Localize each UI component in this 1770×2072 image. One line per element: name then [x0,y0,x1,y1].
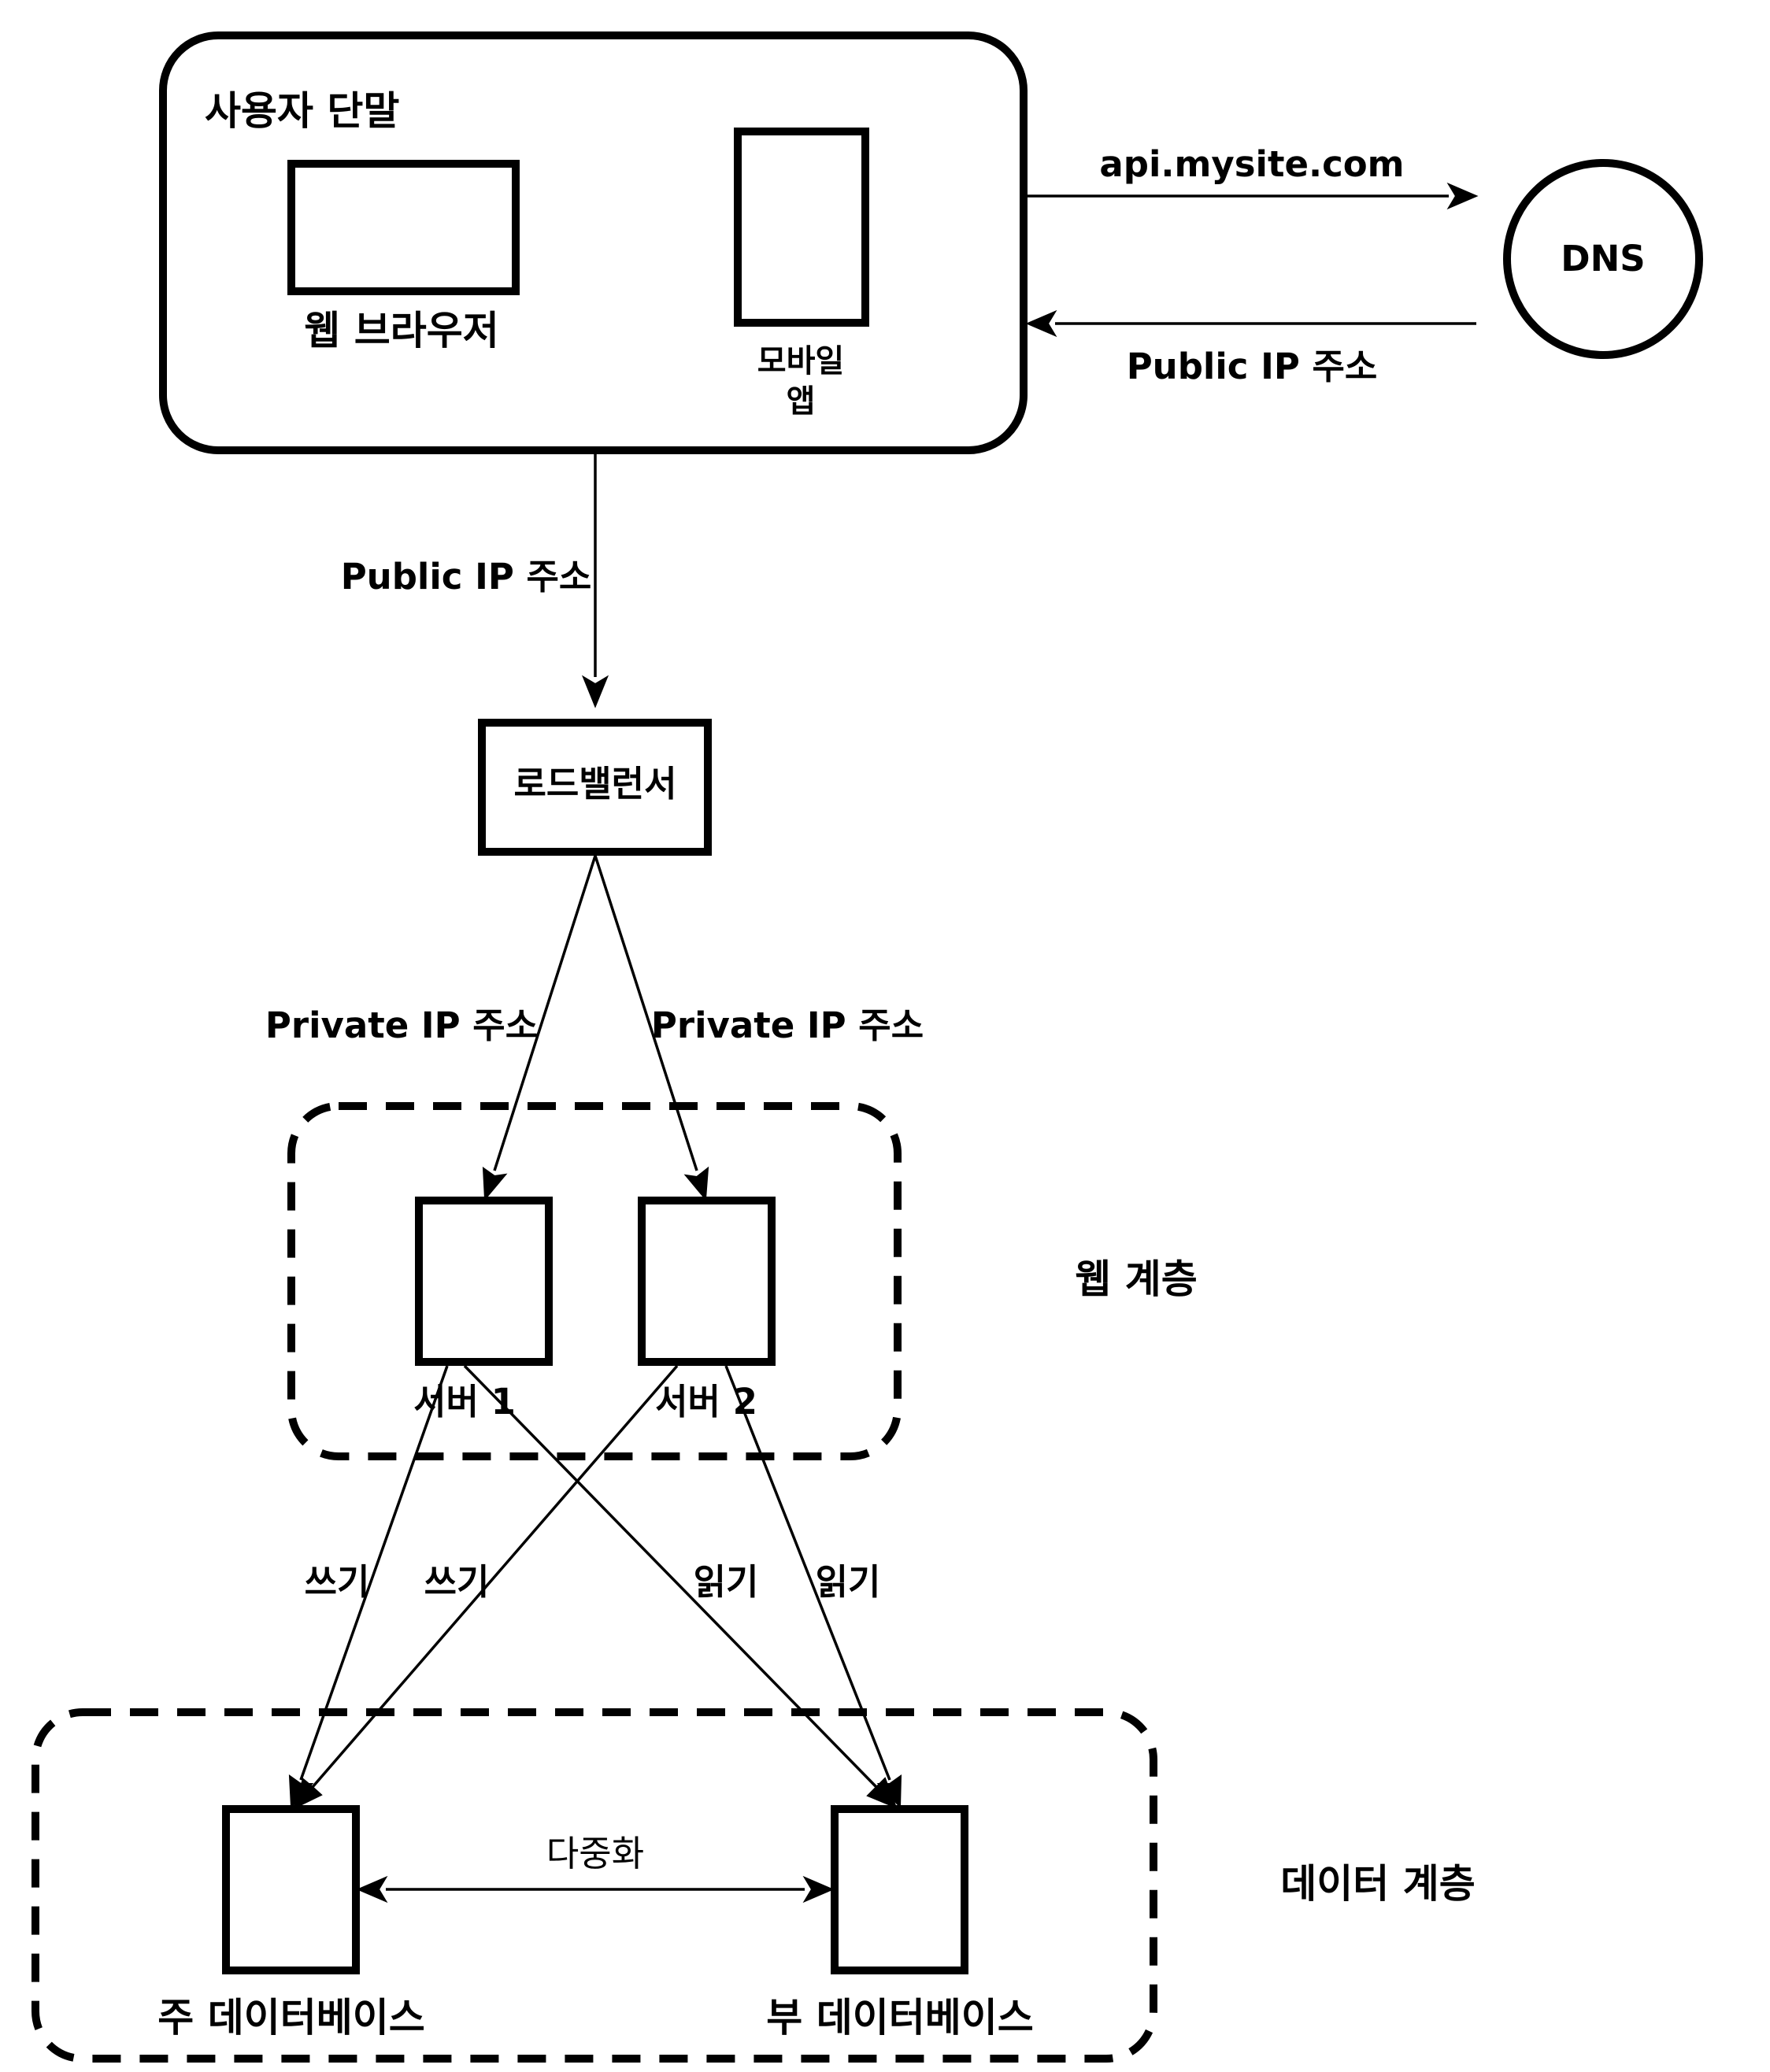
client-to-dns-label: api.mysite.com [1099,143,1404,185]
server1-write-line [299,1365,449,1781]
web-browser-node [287,160,520,295]
master-db-node [222,1805,360,1974]
replication-label: 다중화 [546,1833,644,1874]
slave-db-label: 부 데이터베이스 [766,1995,1033,2041]
mobile-app-label-line1: 모바일 [757,343,844,379]
lb-to-server1-line [493,855,597,1171]
mobile-app-node [734,128,869,327]
server2-write-label: 쓰기 [424,1561,490,1603]
server2-write-line [311,1364,679,1789]
lb-to-server2-arrowhead [683,1166,709,1201]
server2-node [638,1197,776,1366]
lb-to-server2-line [594,855,698,1171]
server1-read-line [463,1364,878,1789]
replication-arrowhead-left [356,1875,388,1904]
load-balancer-node [478,719,712,856]
data-tier-group [31,1708,1157,2063]
server2-label: 서버 2 [655,1381,757,1423]
server2-write-arrowhead [292,1778,323,1810]
lb-to-server1-arrowhead [482,1166,508,1201]
server1-write-label: 쓰기 [305,1561,370,1603]
web-tier-label: 웹 계층 [1075,1256,1197,1302]
slave-db-node [831,1805,968,1974]
server2-read-label: 읽기 [816,1561,881,1603]
load-balancer-label: 로드밸런서 [513,763,676,805]
mobile-app-label-line2: 앱 [787,383,816,420]
dns-to-client-arrowhead [1025,309,1057,338]
client-to-lb-label: Public IP 주소 [341,556,592,598]
lb-to-server2-label: Private IP 주소 [651,1005,924,1046]
dns-label: DNS [1561,238,1645,279]
dns-node [1503,159,1703,359]
client-devices-group [159,31,1028,454]
web-browser-label: 웹 브라우저 [304,308,498,353]
dns-to-client-label: Public IP 주소 [1127,346,1378,387]
lb-to-server1-label: Private IP 주소 [265,1005,538,1046]
server1-label: 서버 1 [413,1381,516,1423]
client-to-lb-arrowhead [581,675,609,709]
replication-arrowhead-right [802,1875,835,1904]
data-tier-label: 데이터 계층 [1280,1861,1475,1907]
client-devices-label: 사용자 단말 [205,88,399,134]
server1-node [415,1197,553,1366]
web-tier-group [287,1102,902,1460]
master-db-label: 주 데이터베이스 [157,1995,424,2041]
server1-read-label: 읽기 [694,1561,759,1603]
server2-read-arrowhead [876,1774,902,1809]
client-to-dns-arrowhead [1446,182,1479,210]
server2-read-line [724,1365,891,1781]
